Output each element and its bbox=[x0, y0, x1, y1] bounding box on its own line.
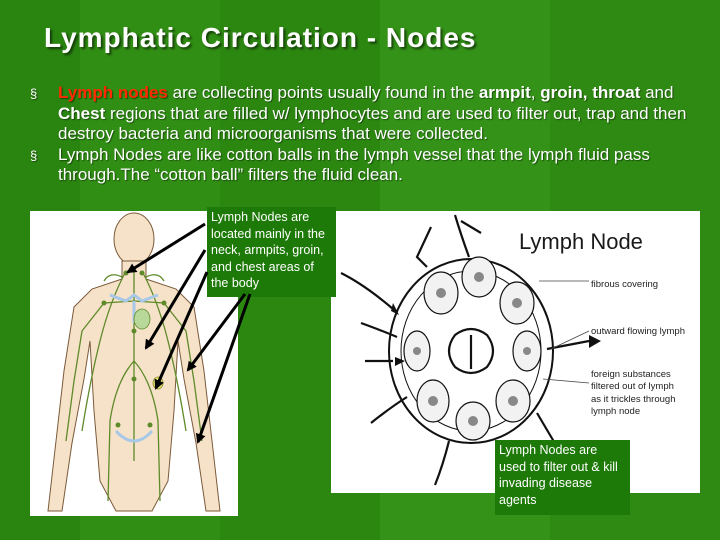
label-node-function: Lymph Nodes are used to filter out & kil… bbox=[495, 440, 630, 515]
bullet-marker: § bbox=[30, 146, 37, 167]
callout-fibrous: fibrous covering bbox=[591, 279, 658, 290]
label-node-locations: Lymph Nodes are located mainly in the ne… bbox=[207, 207, 336, 297]
term-chest: Chest bbox=[58, 104, 105, 123]
slide-title: Lymphatic Circulation - Nodes bbox=[44, 22, 476, 54]
term-lymph-nodes: Lymph nodes bbox=[58, 83, 168, 102]
callout-outward: outward flowing lymph bbox=[591, 326, 685, 337]
callout-foreign-2: filtered out of lymph bbox=[591, 381, 674, 392]
term-throat: throat bbox=[592, 83, 640, 102]
callout-foreign-3: as it trickles through bbox=[591, 394, 675, 405]
term-armpit: armpit bbox=[479, 83, 531, 102]
bullet-text: and bbox=[640, 83, 673, 102]
bullet-text: Lymph Nodes are like cotton balls in the… bbox=[58, 145, 650, 185]
callout-foreign-1: foreign substances bbox=[591, 369, 671, 380]
bullet-text: regions that are filled w/ lymphocytes a… bbox=[58, 104, 686, 144]
callout-foreign-4: lymph node bbox=[591, 406, 640, 417]
diagram-title: Lymph Node bbox=[519, 229, 643, 255]
bullet-text: , bbox=[531, 83, 540, 102]
bullet-marker: § bbox=[30, 84, 37, 105]
term-groin: groin, bbox=[540, 83, 587, 102]
bullet-text: are collecting points usually found in t… bbox=[168, 83, 479, 102]
bullet-list: § Lymph nodes are collecting points usual… bbox=[30, 83, 700, 186]
bullet-item-1: § Lymph nodes are collecting points usual… bbox=[30, 83, 700, 145]
bullet-item-2: § Lymph Nodes are like cotton balls in th… bbox=[30, 145, 700, 186]
